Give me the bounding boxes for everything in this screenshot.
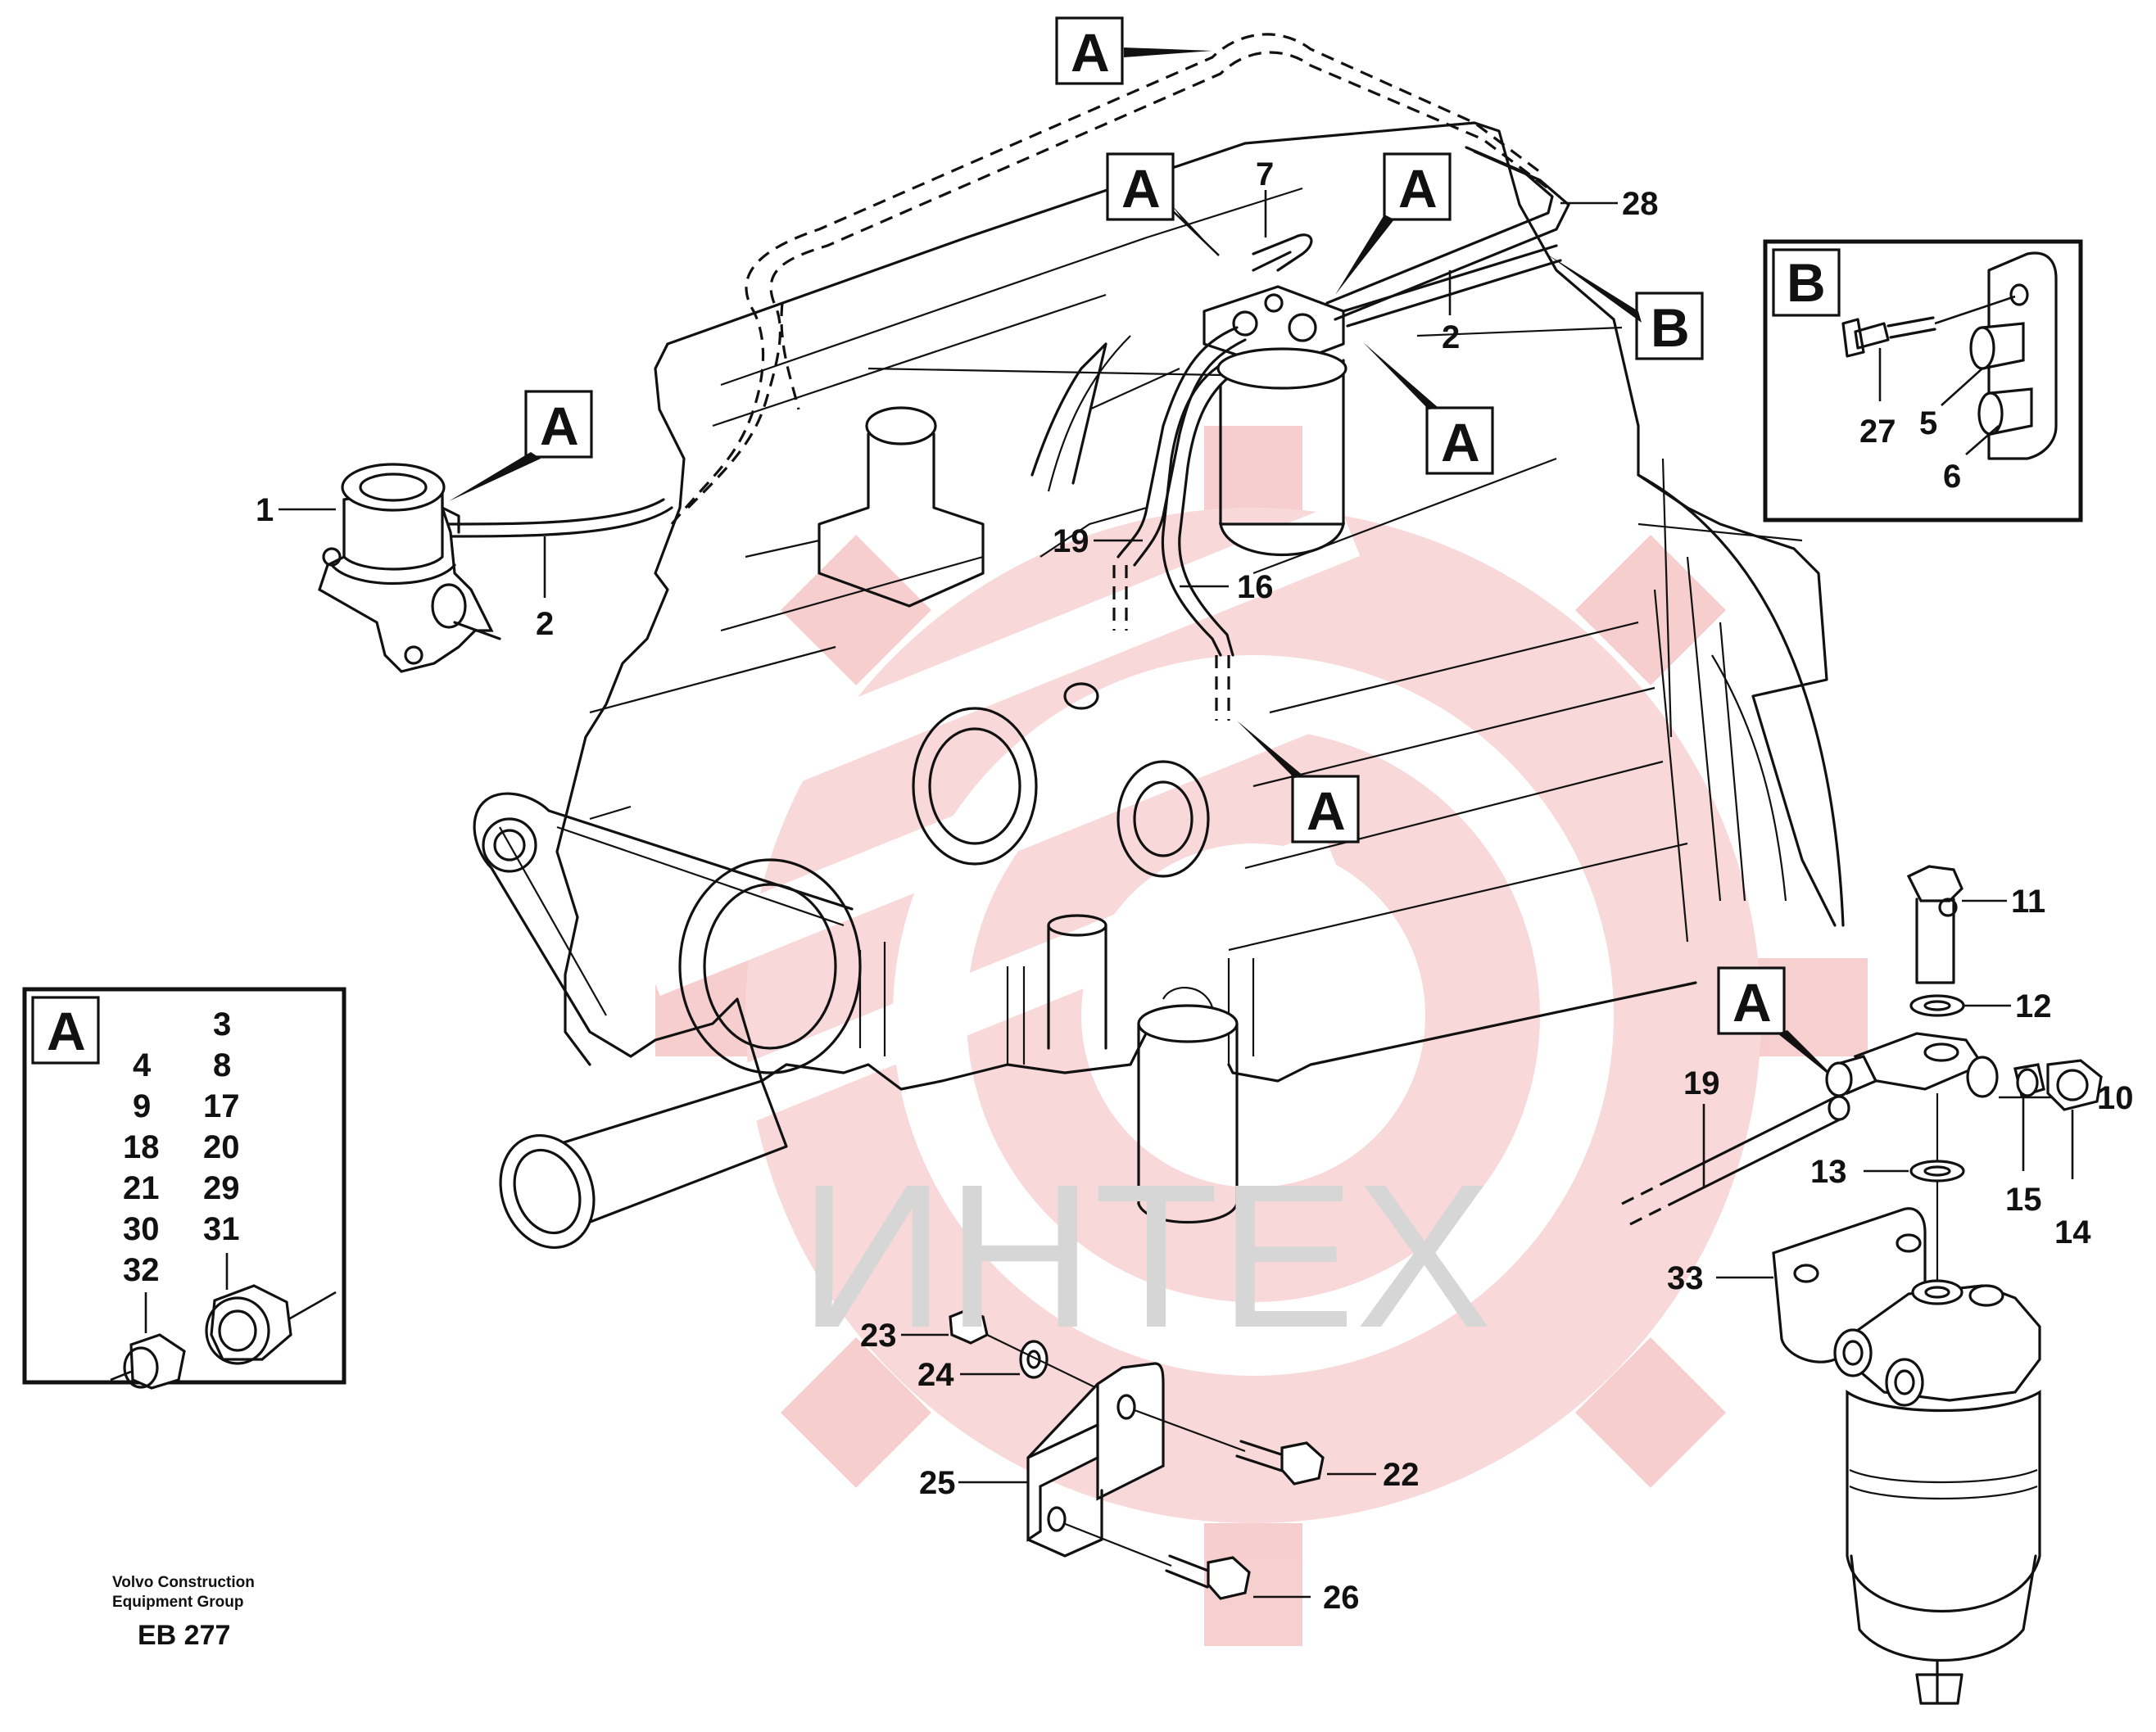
callout-a-lower-engine-letter: A: [1307, 780, 1346, 841]
callout-b-letter: B: [1651, 297, 1690, 358]
label-11: 11: [2011, 884, 2045, 920]
callout-a-top: [1055, 16, 1124, 85]
callout-a-filter-letter: A: [1441, 412, 1480, 473]
label-16: 16: [1237, 569, 1274, 605]
inset-a-part-17: 17: [203, 1088, 240, 1124]
label-26: 26: [1323, 1580, 1360, 1616]
label-14: 14: [2054, 1214, 2091, 1250]
inset-b-label-27: 27: [1859, 414, 1896, 450]
label-28: 28: [1622, 186, 1659, 222]
label-13: 13: [1810, 1154, 1847, 1190]
inset-a-part-8: 8: [213, 1047, 231, 1083]
footer-company-line-1: Volvo Construction: [112, 1574, 255, 1591]
inset-a-part-4: 4: [133, 1047, 152, 1083]
label-2-return-pipe: 2: [1442, 319, 1460, 355]
label-25: 25: [919, 1465, 956, 1501]
callout-a-water-separator-letter: A: [1732, 972, 1772, 1033]
water-separator-assembly: 11 12 10 15 14 19 13: [1621, 865, 2134, 1705]
label-15: 15: [2005, 1182, 2042, 1218]
label-23: 23: [860, 1318, 897, 1354]
bracket-assembly: 23 24 25 22 26: [860, 1309, 1420, 1616]
inset-a-part-3: 3: [213, 1006, 231, 1042]
label-2-feed-pipe: 2: [536, 606, 554, 642]
watermark-text: ИНТЕХ: [799, 1142, 1492, 1370]
label-24: 24: [917, 1357, 954, 1393]
footer-company-line-2: Equipment Group: [112, 1594, 243, 1611]
label-19-engine: 19: [1053, 523, 1089, 559]
inset-a-part-30: 30: [123, 1211, 160, 1247]
inset-a-title: A: [47, 1001, 86, 1061]
callout-a-upper-left: [1106, 152, 1175, 221]
part-labels: 1 2 7 28 2 19 16: [256, 156, 1659, 642]
label-10: 10: [2097, 1080, 2134, 1116]
label-33: 33: [1667, 1260, 1704, 1296]
label-1: 1: [256, 492, 274, 528]
callout-a-upper-left-letter: A: [1121, 158, 1161, 219]
callout-a-lower-engine: [1291, 775, 1360, 843]
label-7: 7: [1256, 156, 1274, 192]
callouts: A A A A A A A B: [449, 16, 1845, 1088]
inset-a-part-18: 18: [123, 1129, 160, 1165]
callout-a-upper-right-letter: A: [1398, 158, 1438, 219]
engine-block: [473, 121, 1845, 1250]
inset-a-part-9: 9: [133, 1088, 151, 1124]
label-12: 12: [2015, 988, 2052, 1024]
inset-b-label-5: 5: [1919, 405, 1937, 441]
callout-a-feed-pump-letter: A: [540, 396, 579, 456]
inset-b: B 27 5 6: [1763, 239, 2083, 522]
inset-a-part-21: 21: [123, 1170, 160, 1206]
inset-a-part-20: 20: [203, 1129, 240, 1165]
label-19-separator: 19: [1683, 1065, 1720, 1101]
inset-a-part-32: 32: [123, 1252, 160, 1288]
callout-a-filter: [1425, 406, 1494, 475]
callout-a-water-separator: [1717, 966, 1786, 1035]
inset-b-title: B: [1787, 252, 1826, 313]
feed-pump: [318, 463, 501, 673]
dashed-fuel-lines: [670, 33, 1549, 721]
callout-b: [1635, 292, 1704, 360]
footer-drawing-code: EB 277: [138, 1620, 230, 1651]
inset-b-label-6: 6: [1943, 459, 1961, 495]
label-22: 22: [1383, 1457, 1420, 1493]
inset-a: A 3 4 8 9 17 18 20 21 29 30 31 32: [22, 987, 346, 1390]
callout-a-feed-pump: [524, 390, 593, 459]
footer: Volvo Construction Equipment Group EB 27…: [112, 1574, 255, 1651]
inset-a-part-29: 29: [203, 1170, 240, 1206]
callout-a-top-letter: A: [1071, 22, 1110, 83]
callout-a-upper-right: [1383, 152, 1452, 221]
inset-a-part-31: 31: [203, 1211, 240, 1247]
